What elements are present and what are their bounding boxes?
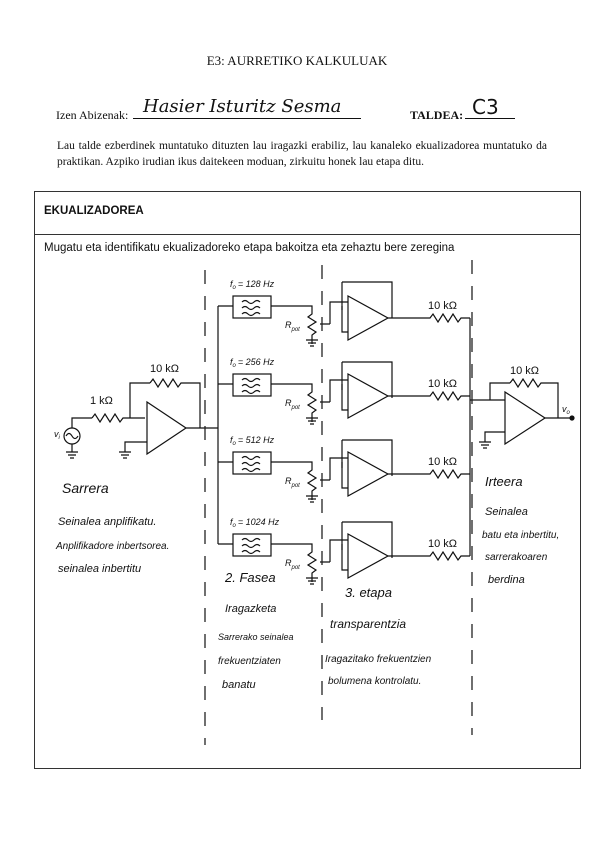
channel-4-freq: = 1024 Hz xyxy=(238,517,280,527)
stage1-line-2: Anplifikadore inbertsorea. xyxy=(55,541,169,552)
channel-3 xyxy=(232,439,470,503)
channel-2-res: 10 kΩ xyxy=(428,378,457,390)
vo-sub: o xyxy=(567,410,571,416)
vi-label: v xyxy=(54,429,59,439)
stage4-line-3: sarrerakoaren xyxy=(485,552,548,563)
stage3-line-1: transparentzia xyxy=(330,617,406,631)
svg-text:Rpot: Rpot xyxy=(285,558,300,571)
channel-1-freq: = 128 Hz xyxy=(238,279,275,289)
vi-sub: i xyxy=(59,435,61,441)
channel-2 xyxy=(232,361,470,425)
rpot-4: R xyxy=(285,558,292,568)
stage3-line-3: bolumena kontrolatu. xyxy=(328,676,421,687)
stage4-line-1: Seinalea xyxy=(485,506,528,518)
channel-4 xyxy=(232,521,470,585)
output-opamp xyxy=(504,390,547,446)
channel-4-res: 10 kΩ xyxy=(428,538,457,550)
rpot-3: R xyxy=(285,476,292,486)
stage2-line-1: Iragazketa xyxy=(225,603,276,615)
in-resistor-label: 1 kΩ xyxy=(90,395,113,407)
rpot-2: R xyxy=(285,398,292,408)
stage4-title: Irteera xyxy=(485,474,523,489)
channel-1-res: 10 kΩ xyxy=(428,300,457,312)
name-value[interactable]: Hasier Isturitz Sesma xyxy=(143,96,342,117)
stage-dividers xyxy=(204,260,473,745)
stage1-line-3: seinalea inbertitu xyxy=(58,563,141,575)
svg-text:fo= 512 Hz: fo= 512 Hz xyxy=(230,435,275,447)
svg-text:fo= 256 Hz: fo= 256 Hz xyxy=(230,357,275,369)
svg-text:Rpot: Rpot xyxy=(285,320,300,333)
section-title: EKUALIZADOREA xyxy=(44,205,144,217)
svg-text:vo: vo xyxy=(562,404,571,416)
name-label: Izen Abizenak: xyxy=(56,108,129,122)
in-feedback-label: 10 kΩ xyxy=(150,363,179,375)
team-label: TALDEA: xyxy=(410,108,464,122)
question-text: Mugatu eta identifikatu ekualizadoreko e… xyxy=(44,242,455,254)
box-divider xyxy=(34,234,581,235)
stage4-line-2: batu eta inbertitu, xyxy=(482,530,559,541)
stage2-line-4: banatu xyxy=(222,679,256,691)
svg-text:fo= 128 Hz: fo= 128 Hz xyxy=(230,279,275,291)
rpot-1: R xyxy=(285,320,292,330)
input-opamp xyxy=(146,400,188,456)
stage3-title: 3. etapa xyxy=(345,585,392,600)
stage2-line-2: Sarrerako seinalea xyxy=(218,632,294,642)
channel-3-res: 10 kΩ xyxy=(428,456,457,468)
channel-2-freq: = 256 Hz xyxy=(238,357,275,367)
out-feedback-label: 10 kΩ xyxy=(510,365,539,377)
page-title: E3: AURRETIKO KALKULUAK xyxy=(206,53,388,68)
f0-label: f xyxy=(230,279,234,289)
svg-text:vi: vi xyxy=(54,429,61,441)
stage1-line-1: Seinalea anplifikatu. xyxy=(58,516,156,528)
svg-text:fo= 1024 Hz: fo= 1024 Hz xyxy=(230,517,280,529)
vo-label: v xyxy=(562,404,567,414)
intro-paragraph: Lau talde ezberdinek muntatuko dituzten … xyxy=(57,140,547,168)
stage2-line-3: frekuentziaten xyxy=(218,656,281,667)
channel-3-freq: = 512 Hz xyxy=(238,435,275,445)
stage3-line-2: Iragazitako frekuentzien xyxy=(325,654,432,665)
team-value[interactable]: C3 xyxy=(472,95,499,119)
stage1-title: Sarrera xyxy=(62,480,109,496)
team-underline xyxy=(465,118,515,119)
stage2-title: 2. Fasea xyxy=(224,570,276,585)
svg-text:Rpot: Rpot xyxy=(285,398,300,411)
svg-text:Rpot: Rpot xyxy=(285,476,300,489)
channel-1 xyxy=(232,281,470,347)
name-underline xyxy=(133,118,361,119)
stage4-line-4: berdina xyxy=(488,574,525,586)
equalizer-box xyxy=(34,191,581,769)
